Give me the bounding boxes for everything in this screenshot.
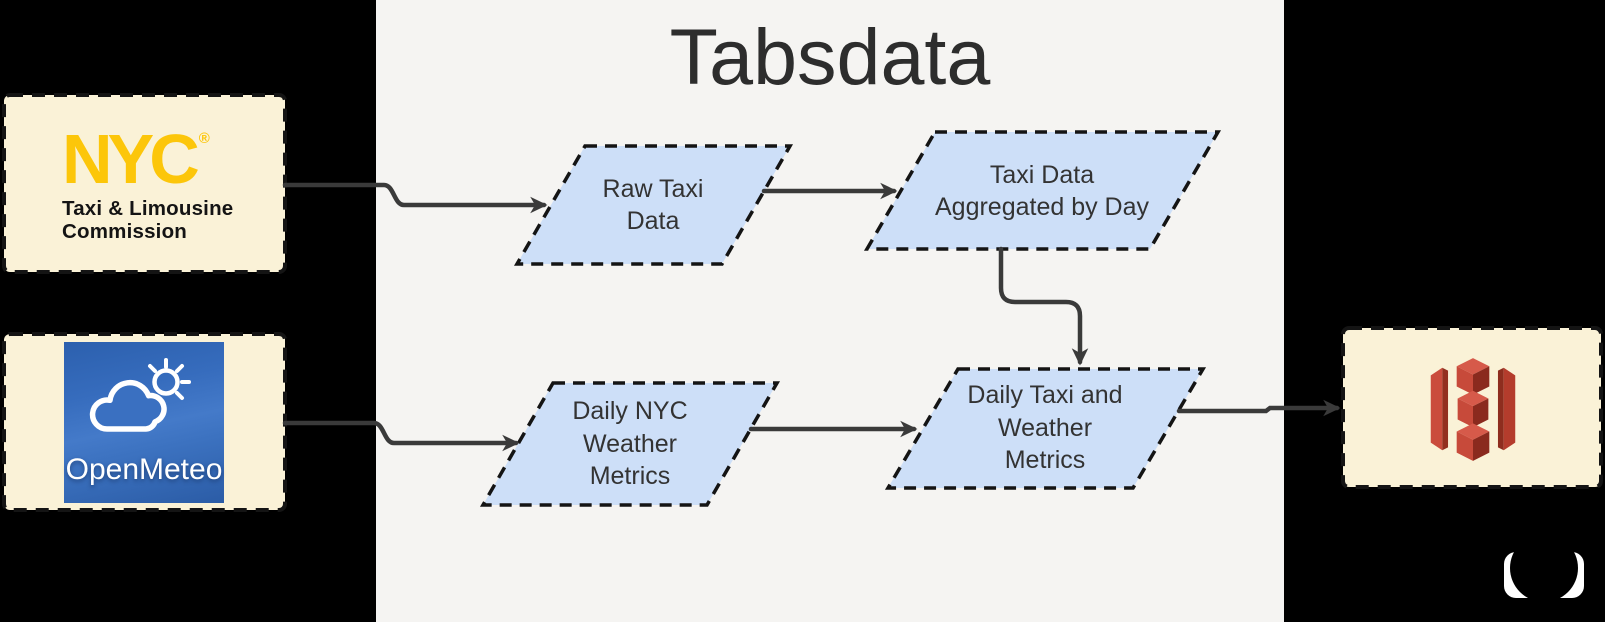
node-label-daily-taxi-and-weather-metrics: Daily Taxi and Weather Metrics — [967, 381, 1123, 475]
nyc-wordmark-text: NYC — [62, 120, 200, 198]
node-daily-taxi-and-weather-metrics — [884, 367, 1207, 490]
sun-rays — [148, 358, 191, 400]
cloud-sun-icon — [89, 358, 191, 432]
node-daily-nyc-weather-metrics — [479, 381, 781, 507]
nyc-tlc-logo: NYC® Taxi & Limousine Commission — [62, 124, 234, 244]
node-label-raw-taxi-data: Raw Taxi Data — [602, 174, 704, 236]
aws-s3-bucket-icon — [1430, 358, 1516, 461]
openmeteo-logo-tile: OpenMeteo — [64, 342, 224, 503]
edge-openmeteo-to-daily-weather — [282, 420, 520, 452]
diagram-title: Tabsdata — [669, 12, 991, 101]
openmeteo-label: OpenMeteo — [65, 453, 223, 486]
node-taxi-data-aggregated-by-day — [863, 130, 1222, 251]
edge-aggregated-to-daily-taxi-weather — [998, 246, 1089, 366]
nyc-tlc-line1: Taxi & Limousine — [62, 196, 234, 220]
registered-trademark-icon: ® — [198, 130, 210, 147]
tabsdata-panel — [376, 0, 1284, 622]
circle-logo-watermark — [1504, 534, 1584, 602]
sun-circle — [152, 368, 180, 396]
node-raw-taxi-data — [513, 144, 794, 266]
nyc-wordmark: NYC® — [62, 124, 233, 194]
cloud-shape — [89, 379, 167, 432]
node-label-taxi-data-aggregated-by-day: Taxi Data Aggregated by Day — [934, 160, 1150, 222]
node-label-daily-nyc-weather-metrics: Daily NYC Weather Metrics — [572, 397, 688, 491]
edge-daily-taxi-weather-to-s3 — [1176, 399, 1341, 417]
nyc-tlc-line2: Commission — [62, 219, 188, 243]
edge-nyc-to-raw-taxi — [282, 182, 548, 214]
